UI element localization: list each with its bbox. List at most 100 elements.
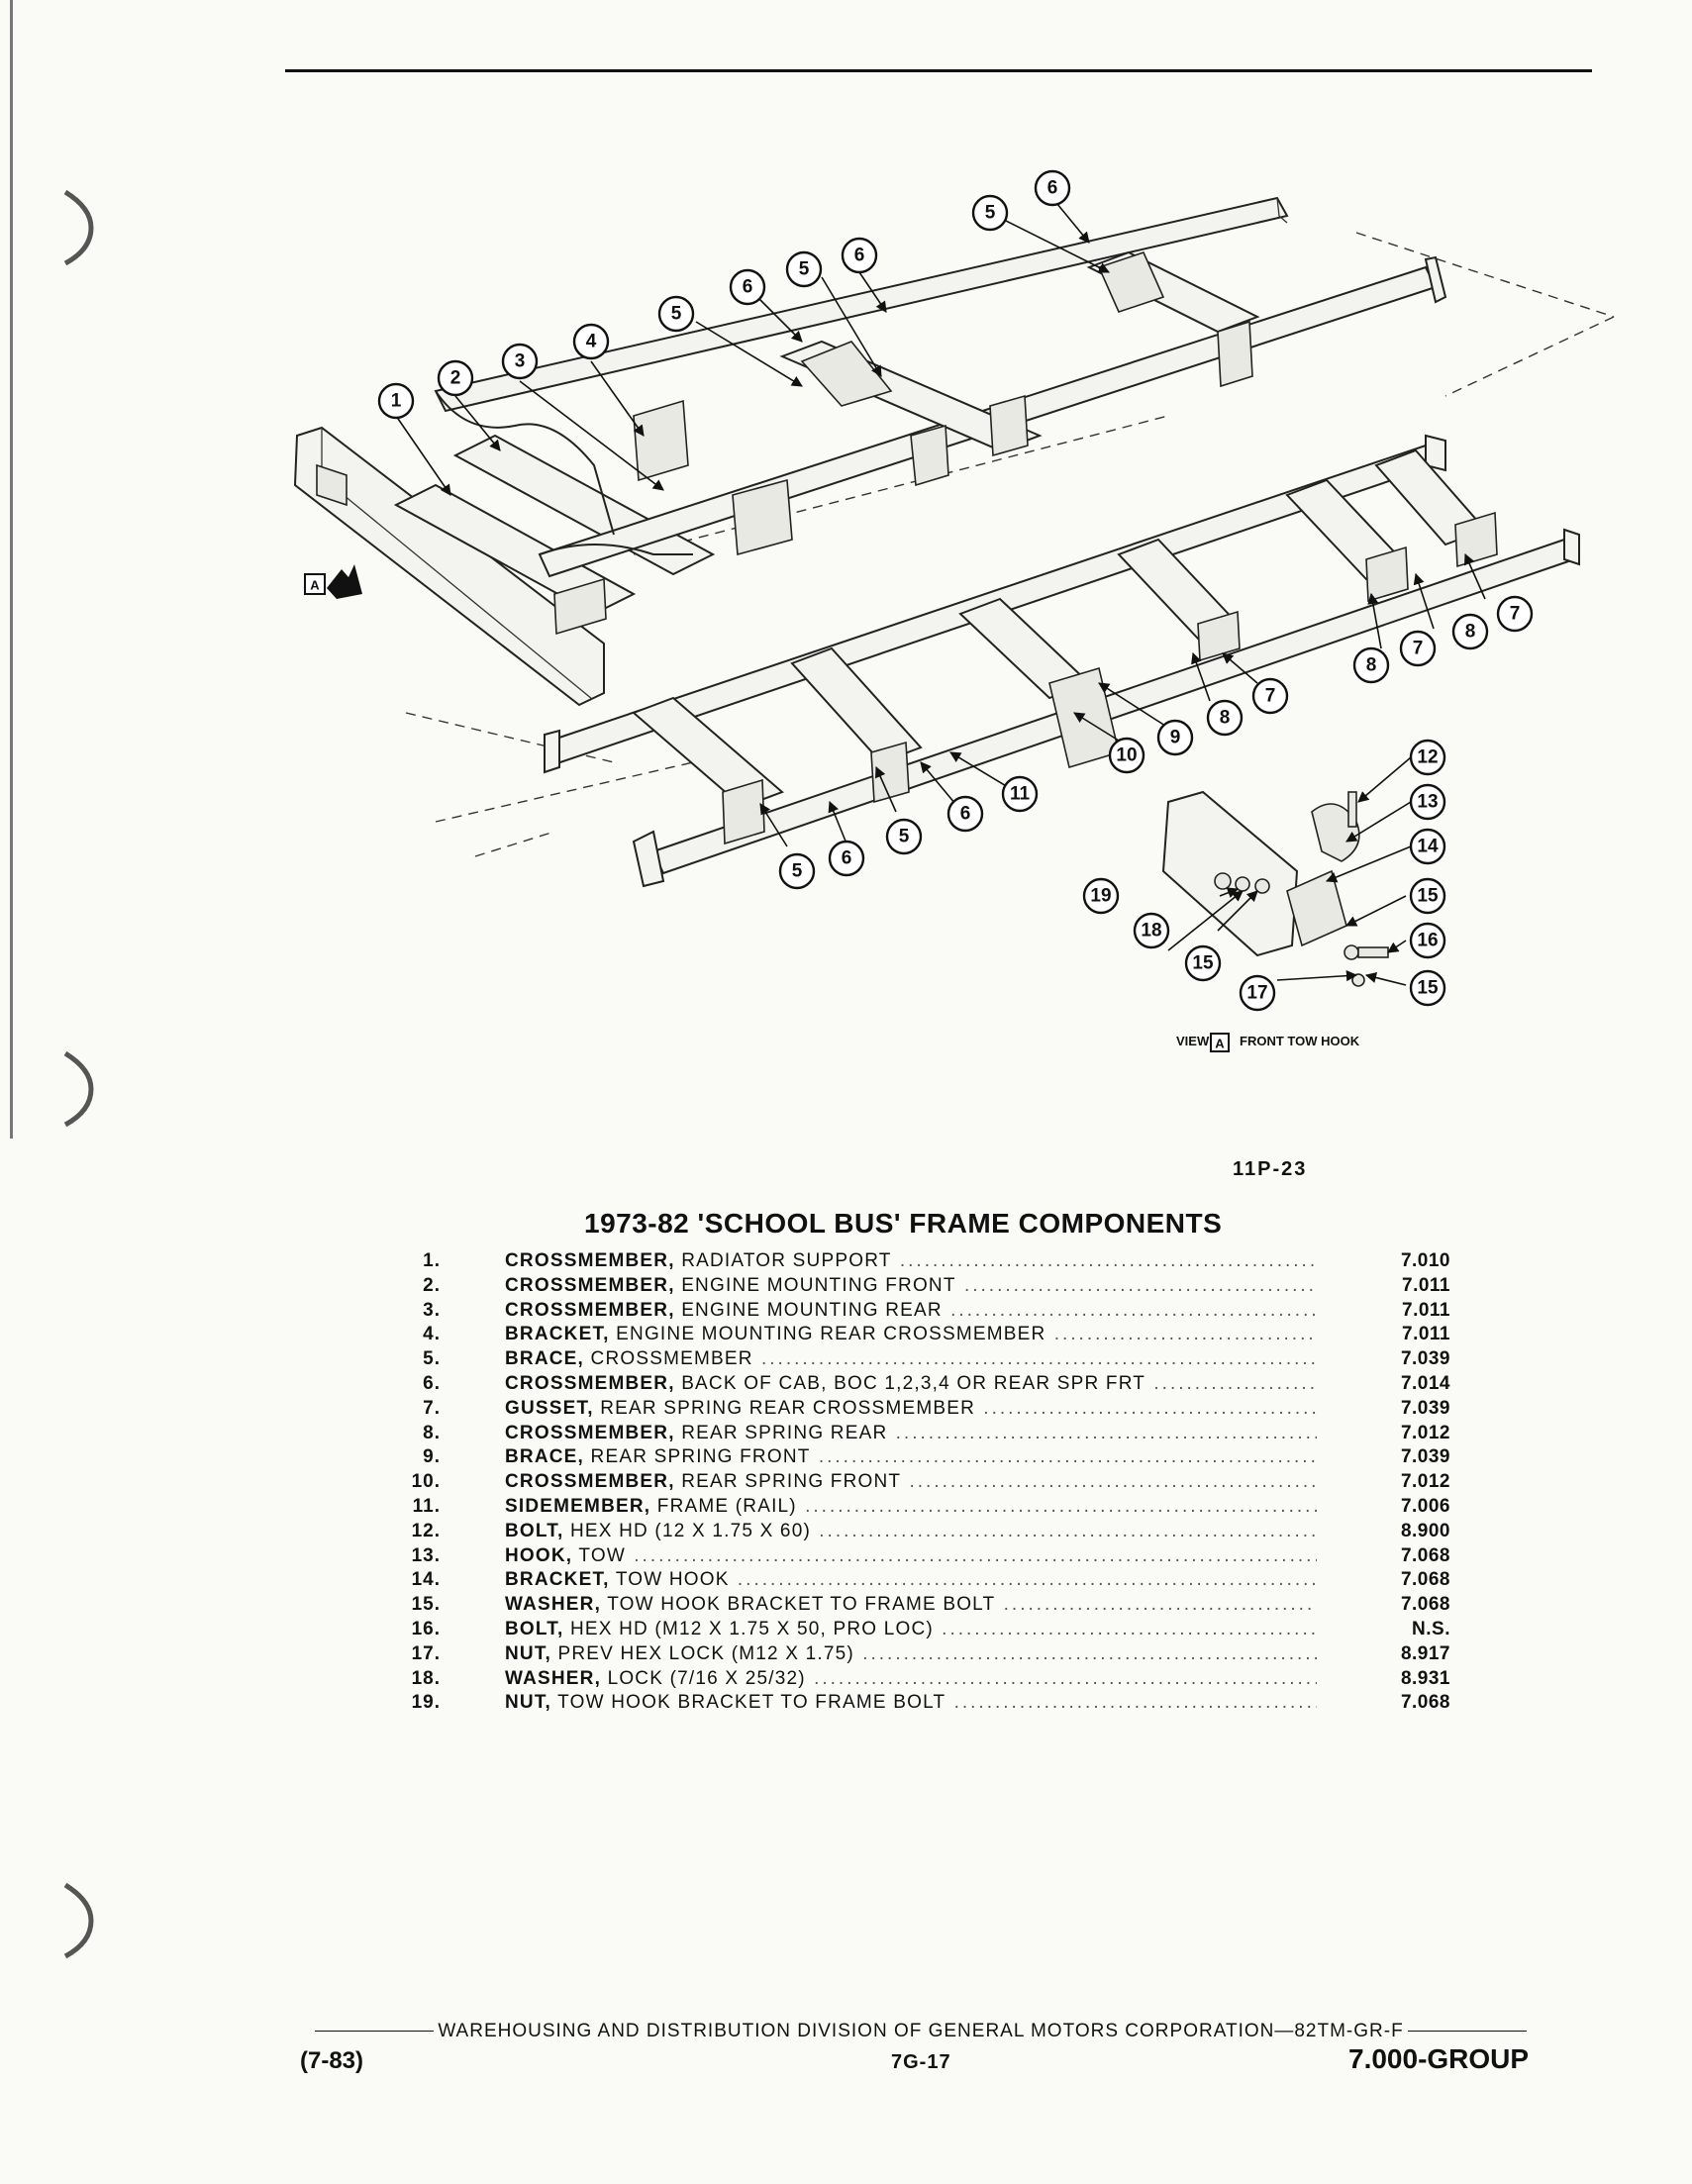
item-name: BRACE, — [505, 1348, 585, 1370]
parts-row: 13.HOOK, TOW ...........................… — [391, 1544, 1450, 1569]
callout: 3 — [501, 343, 539, 380]
item-detail: ENGINE MOUNTING REAR — [681, 1299, 943, 1321]
parts-row: 4.BRACKET, ENGINE MOUNTING REAR CROSSMEM… — [391, 1323, 1450, 1347]
svg-text:1: 1 — [391, 391, 402, 412]
svg-text:11: 11 — [1010, 784, 1031, 805]
leader-dots: ........................................… — [814, 1667, 1317, 1689]
item-description: CROSSMEMBER, RADIATOR SUPPORT ..........… — [505, 1249, 1317, 1274]
group-number: 7.012 — [1400, 1422, 1450, 1443]
item-number: 9. — [423, 1446, 441, 1468]
leader-dots: ........................................… — [819, 1520, 1317, 1541]
leader-dots: ........................................… — [1153, 1372, 1317, 1394]
footer-rule — [315, 2031, 435, 2033]
leader-dots: ........................................… — [899, 1250, 1317, 1271]
parts-row: 11.SIDEMEMBER, FRAME (RAIL) ............… — [391, 1495, 1450, 1520]
item-description: BOLT, HEX HD (M12 X 1.75 X 50, PRO LOC) … — [505, 1618, 1317, 1642]
group-number: 8.931 — [1400, 1667, 1450, 1689]
revision-date: (7-83) — [300, 2047, 364, 2074]
callout: 7 — [1399, 630, 1437, 667]
page-number: 7G-17 — [891, 2051, 951, 2073]
group-number: 7.011 — [1402, 1299, 1450, 1321]
callout: 5 — [885, 818, 923, 855]
svg-text:12: 12 — [1417, 747, 1438, 768]
item-name: SIDEMEMBER, — [505, 1495, 651, 1517]
callout: 5 — [785, 250, 823, 288]
publisher-text: WAREHOUSING AND DISTRIBUTION DIVISION OF… — [438, 2021, 1404, 2041]
svg-text:5: 5 — [799, 259, 810, 280]
group-number: 7.011 — [1402, 1324, 1450, 1345]
group-number: 7.039 — [1400, 1446, 1450, 1468]
callout: 16 — [1409, 922, 1446, 959]
leader-dots: ........................................… — [862, 1642, 1317, 1664]
item-detail: RADIATOR SUPPORT — [681, 1250, 892, 1271]
item-number: 2. — [423, 1274, 441, 1296]
item-name: WASHER, — [505, 1667, 602, 1689]
leader-dots: ........................................… — [737, 1569, 1317, 1591]
group-number: 7.010 — [1400, 1250, 1450, 1271]
callout: 15 — [1409, 877, 1446, 915]
parts-row: 12.BOLT, HEX HD (12 X 1.75 X 60) .......… — [391, 1520, 1450, 1544]
callout: 9 — [1156, 719, 1194, 756]
leader-dots: ........................................… — [1053, 1324, 1317, 1345]
group-number: N.S. — [1412, 1618, 1450, 1639]
callout: 8 — [1206, 699, 1244, 737]
leader-dots: ........................................… — [634, 1544, 1317, 1566]
item-detail: ENGINE MOUNTING FRONT — [681, 1274, 956, 1296]
callout: 12 — [1409, 739, 1446, 776]
item-number: 17. — [411, 1642, 441, 1664]
item-description: CROSSMEMBER, REAR SPRING FRONT .........… — [505, 1470, 1317, 1495]
rear-frame-assembly — [543, 434, 1580, 888]
item-name: CROSSMEMBER, — [505, 1250, 675, 1271]
item-description: CROSSMEMBER, REAR SPRING REAR ..........… — [505, 1422, 1317, 1446]
svg-text:2: 2 — [450, 368, 461, 389]
item-name: CROSSMEMBER, — [505, 1299, 675, 1321]
callout: 14 — [1409, 828, 1446, 865]
group-number: 7.000-GROUP — [1348, 2043, 1530, 2074]
footer-rule — [1407, 2031, 1527, 2033]
item-name: BRACKET, — [505, 1324, 610, 1345]
svg-text:15: 15 — [1417, 978, 1439, 999]
parts-row: 7.GUSSET, REAR SPRING REAR CROSSMEMBER .… — [391, 1397, 1450, 1422]
parts-row: 15.WASHER, TOW HOOK BRACKET TO FRAME BOL… — [391, 1593, 1450, 1618]
callout: 19 — [1082, 877, 1120, 915]
parts-row: 9.BRACE, REAR SPRING FRONT .............… — [391, 1445, 1450, 1470]
item-name: NUT, — [505, 1642, 552, 1664]
item-detail: REAR SPRING FRONT — [681, 1471, 902, 1493]
parts-row: 5.BRACE, CROSSMEMBER ...................… — [391, 1347, 1450, 1372]
svg-text:5: 5 — [792, 861, 803, 882]
item-name: BRACKET, — [505, 1569, 610, 1591]
svg-text:FRONT TOW HOOK: FRONT TOW HOOK — [1240, 1034, 1360, 1048]
item-name: CROSSMEMBER, — [505, 1422, 675, 1443]
item-detail: TOW HOOK — [615, 1569, 730, 1591]
group-number: 7.068 — [1400, 1569, 1450, 1591]
item-description: SIDEMEMBER, FRAME (RAIL) ...............… — [505, 1495, 1317, 1520]
group-number: 7.039 — [1400, 1348, 1450, 1370]
item-detail: TOW HOOK BRACKET TO FRAME BOLT — [607, 1594, 996, 1616]
svg-text:8: 8 — [1220, 708, 1231, 729]
svg-text:18: 18 — [1141, 921, 1161, 942]
group-number: 7.006 — [1400, 1495, 1450, 1517]
leader-dots: ........................................… — [1003, 1594, 1317, 1616]
publisher-line: WAREHOUSING AND DISTRIBUTION DIVISION OF… — [297, 2021, 1544, 2042]
item-description: WASHER, TOW HOOK BRACKET TO FRAME BOLT .… — [505, 1593, 1317, 1618]
svg-text:9: 9 — [1170, 728, 1181, 748]
item-number: 16. — [411, 1618, 441, 1639]
item-number: 8. — [423, 1422, 441, 1443]
leader-dots: ........................................… — [963, 1274, 1317, 1296]
leader-dots: ........................................… — [895, 1422, 1317, 1443]
group-number: 7.039 — [1400, 1397, 1450, 1419]
item-name: BRACE, — [505, 1446, 585, 1468]
svg-text:8: 8 — [1366, 655, 1377, 676]
item-detail: REAR SPRING FRONT — [590, 1446, 811, 1468]
leader-dots: ........................................… — [760, 1348, 1317, 1370]
callout: 5 — [971, 194, 1009, 232]
parts-row: 19.NUT, TOW HOOK BRACKET TO FRAME BOLT .… — [391, 1691, 1450, 1716]
callout: 15 — [1184, 944, 1222, 982]
svg-text:17: 17 — [1246, 983, 1267, 1004]
svg-text:5: 5 — [985, 203, 996, 224]
parts-row: 17.NUT, PREV HEX LOCK (M12 X 1.75) .....… — [391, 1642, 1450, 1667]
svg-text:6: 6 — [854, 246, 865, 266]
item-detail: HEX HD (M12 X 1.75 X 50, PRO LOC) — [569, 1618, 934, 1639]
header-rule — [285, 69, 1592, 72]
callout: 8 — [1352, 646, 1390, 684]
